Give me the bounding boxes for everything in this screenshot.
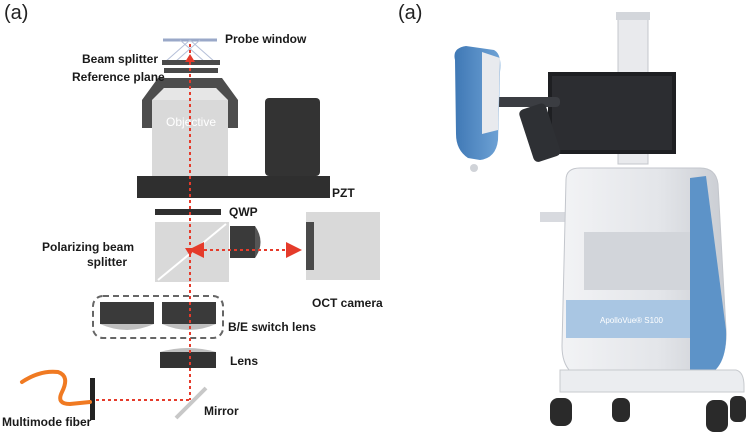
device-label-band bbox=[566, 300, 690, 338]
device-wheel bbox=[730, 396, 746, 422]
cone-line bbox=[164, 39, 191, 63]
objective-text: Objective bbox=[166, 115, 216, 129]
device-wheel bbox=[550, 398, 572, 426]
be-lens-1 bbox=[100, 302, 154, 324]
be-switch-box bbox=[92, 295, 224, 339]
label-oct-camera: OCT camera bbox=[312, 296, 383, 310]
device-base bbox=[559, 369, 745, 393]
device-wheel bbox=[706, 400, 728, 432]
device-blue-side bbox=[690, 176, 727, 378]
label-probe-window: Probe window bbox=[225, 32, 307, 46]
pzt-block bbox=[265, 98, 320, 176]
device-wheel bbox=[612, 398, 630, 422]
panel-label-left: (a) bbox=[4, 2, 29, 24]
label-multimode-fiber: Multimode fiber bbox=[2, 415, 92, 429]
cone-line bbox=[189, 39, 216, 63]
qwp-plate bbox=[155, 209, 221, 215]
camera-lens bbox=[230, 226, 255, 258]
lens-body bbox=[160, 352, 216, 368]
label-qwp: QWP bbox=[229, 205, 258, 219]
label-pzt: PZT bbox=[332, 186, 355, 200]
mirror bbox=[174, 386, 208, 420]
fiber-end bbox=[90, 378, 95, 420]
label-reference-plane: Reference plane bbox=[72, 70, 165, 84]
label-mirror: Mirror bbox=[204, 404, 239, 418]
device-brand-text: ApolloVue® S100 bbox=[600, 316, 664, 325]
label-polarizing-beam-line1: Polarizing beam bbox=[42, 240, 135, 254]
be-lens-2 bbox=[162, 302, 216, 324]
label-lens: Lens bbox=[230, 354, 259, 368]
lens-top bbox=[160, 348, 216, 352]
beam-arrow-down bbox=[185, 248, 195, 256]
multimode-fiber bbox=[20, 369, 92, 407]
device-arm bbox=[490, 97, 560, 107]
base-plate bbox=[137, 176, 330, 198]
label-polarizing-beam-line2: splitter bbox=[87, 255, 128, 269]
device-illustration: ApolloVue® S100 bbox=[454, 12, 746, 432]
beam-arrow-up bbox=[185, 54, 195, 62]
label-beam-splitter: Beam splitter bbox=[82, 52, 159, 66]
oct-camera-body bbox=[306, 212, 380, 280]
label-be-switch-lens: B/E switch lens bbox=[228, 320, 317, 334]
panel-label-right: (a) bbox=[398, 2, 423, 24]
